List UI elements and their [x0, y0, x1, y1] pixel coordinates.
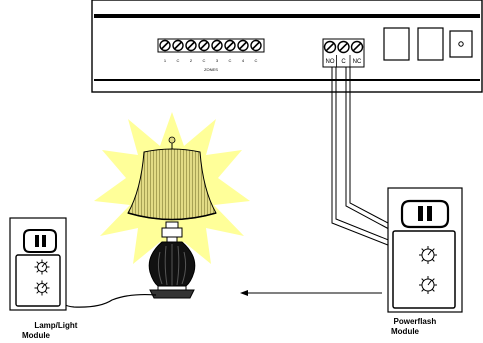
zone-terminal-label: 2	[190, 58, 193, 63]
lamp-module-label-line1: Lamp/Light	[34, 321, 77, 330]
lamp-module-label: Lamp/Light Module	[22, 321, 80, 340]
control-panel: 1 C 2 C 3 C 4 C ZONES NO C NC	[91, 0, 483, 93]
zone-terminal-screw	[224, 39, 236, 52]
zone-terminal-screw	[172, 39, 184, 52]
output-terminal-label: NO	[326, 59, 335, 65]
zone-terminal-screw	[250, 39, 262, 52]
zone-terminal-label: C	[203, 58, 206, 63]
zone-terminal-screw	[237, 39, 249, 52]
zone-terminal-screw	[185, 39, 197, 52]
zones-label: ZONES	[204, 67, 218, 72]
lamp-module-dial-icon	[34, 259, 50, 275]
output-terminal-block: NO C NC	[322, 38, 365, 68]
powerflash-dial-icon	[419, 276, 437, 294]
panel-window-1	[383, 27, 410, 61]
zone-terminal-label: 4	[242, 58, 245, 63]
zone-terminal-label: C	[255, 58, 258, 63]
zone-terminal-label: 3	[216, 58, 219, 63]
panel-window-2	[417, 27, 444, 61]
output-terminal-label: C	[341, 59, 346, 65]
powerflash-module	[392, 230, 456, 309]
powerflash-module-label: Powerflash Module	[391, 317, 438, 336]
powerflash-module-label-line2: Module	[391, 327, 420, 336]
zone-terminal-screw	[198, 39, 210, 52]
output-terminal-screw	[323, 40, 337, 54]
zone-terminal-block: 1 C 2 C 3 C 4 C ZONES	[157, 38, 265, 72]
panel-to-powerflash-wires	[331, 67, 406, 248]
lamp-module-label-line2: Module	[22, 331, 51, 340]
lamp-cord	[58, 293, 157, 308]
powerflash-dial-icon	[419, 246, 437, 264]
output-terminal-screw	[337, 40, 350, 54]
signal-arrow	[240, 290, 382, 296]
zone-terminal-screw	[159, 39, 171, 52]
zone-terminal-label: C	[229, 58, 232, 63]
output-terminal-screw	[350, 40, 364, 54]
zone-terminal-screw	[211, 39, 223, 52]
lamp-module-dial-icon	[34, 280, 50, 296]
zone-terminal-label: 1	[164, 58, 167, 63]
lamp-light-module	[15, 254, 61, 307]
lamp	[94, 112, 250, 299]
zone-terminal-label: C	[177, 58, 180, 63]
output-terminal-label: NC	[353, 59, 362, 65]
powerflash-module-label-line1: Powerflash	[394, 317, 437, 326]
